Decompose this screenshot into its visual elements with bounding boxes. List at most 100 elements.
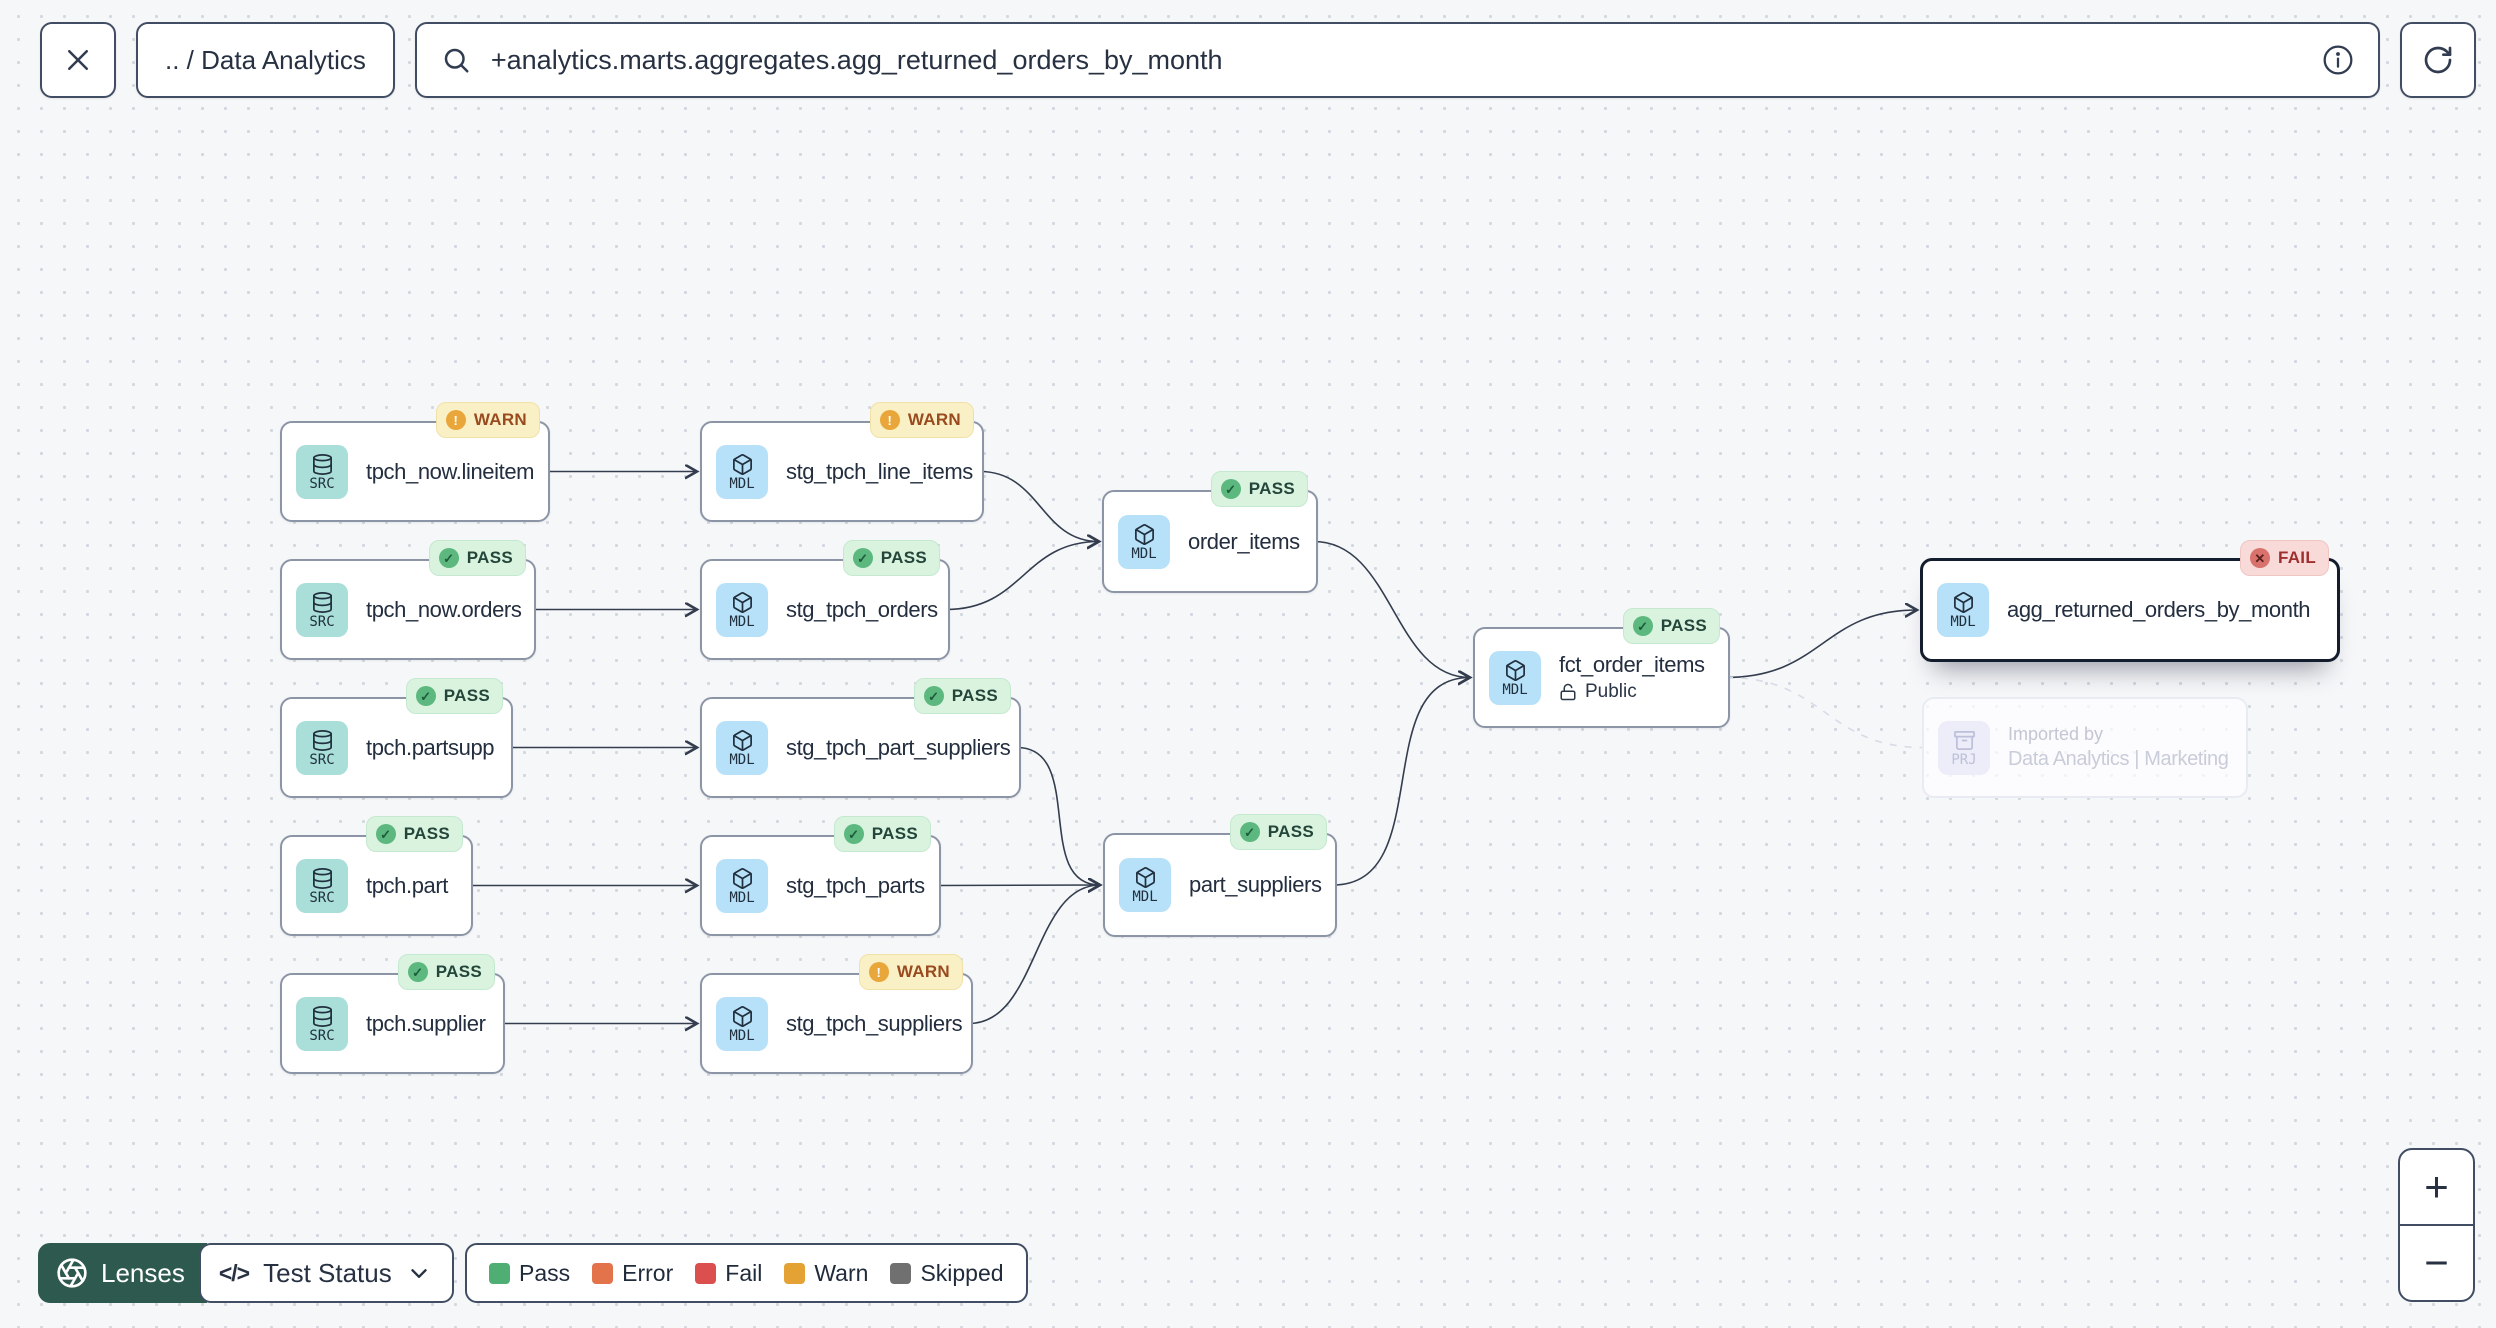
- lenses-button[interactable]: Lenses: [38, 1243, 207, 1303]
- status-badge-warn: !WARN: [858, 954, 963, 990]
- node-texts: part_suppliers: [1189, 872, 1322, 898]
- node-type-box: MDL: [716, 996, 768, 1051]
- search-box[interactable]: [414, 22, 2380, 98]
- node-type-box: MDL: [1119, 858, 1171, 912]
- status-warn-icon: !: [879, 410, 900, 430]
- node-type-label: MDL: [729, 751, 755, 768]
- node-type-label: MDL: [1132, 889, 1158, 905]
- graph-node-stg_tpch_suppliers[interactable]: !WARN MDL stg_tpch_suppliers: [700, 954, 973, 1074]
- status-badge-label: PASS: [1248, 479, 1295, 498]
- lens-selector[interactable]: </> Test Status: [198, 1243, 454, 1303]
- legend-swatch-error: [592, 1262, 614, 1284]
- cube-icon: [1504, 659, 1527, 682]
- node-type-box: MDL: [1489, 650, 1541, 705]
- status-badge-label: WARN: [896, 962, 950, 981]
- node-type-box: SRC: [296, 582, 348, 637]
- graph-node-part_suppliers[interactable]: ✓PASS MDL part_suppliers: [1103, 814, 1337, 937]
- zoom-out-button[interactable]: −: [2400, 1226, 2473, 1300]
- legend-swatch-fail: [695, 1262, 717, 1284]
- legend-item-pass: Pass: [489, 1260, 570, 1287]
- node-texts: stg_tpch_suppliers: [786, 1010, 963, 1037]
- node-label: stg_tpch_orders: [786, 596, 938, 622]
- node-type-label: MDL: [1502, 681, 1528, 698]
- node-access-label: Public: [1559, 681, 1705, 703]
- node-type-label: SRC: [309, 751, 335, 768]
- node-label: stg_tpch_suppliers: [786, 1010, 963, 1036]
- legend-swatch-pass: [489, 1262, 510, 1284]
- status-pass-icon: ✓: [415, 686, 436, 706]
- node-type-label: MDL: [1131, 545, 1157, 562]
- node-texts: tpch_now.lineitem: [366, 458, 535, 485]
- breadcrumb-label: .. / Data Analytics: [165, 44, 366, 75]
- status-badge-pass: ✓PASS: [405, 678, 503, 714]
- node-type-label: SRC: [309, 475, 335, 492]
- status-badge-label: WARN: [907, 410, 961, 429]
- breadcrumb[interactable]: .. / Data Analytics: [136, 22, 395, 98]
- legend-item-skipped: Skipped: [890, 1259, 1004, 1287]
- node-type-box: MDL: [716, 444, 768, 499]
- node-imported-by-label: Imported by: [2008, 724, 2104, 744]
- node-label: tpch_now.lineitem: [366, 458, 535, 484]
- node-label: part_suppliers: [1189, 872, 1322, 897]
- database-icon: [311, 729, 334, 752]
- lenses-label: Lenses: [101, 1257, 185, 1288]
- zoom-controls: + −: [2398, 1148, 2475, 1302]
- node-type-label: SRC: [309, 1027, 335, 1044]
- node-label: order_items: [1188, 528, 1300, 554]
- node-type-label: PRJ: [1951, 751, 1977, 768]
- status-pass-icon: ✓: [1220, 479, 1241, 499]
- status-badge-label: PASS: [435, 962, 482, 981]
- refresh-button[interactable]: [2400, 22, 2476, 98]
- legend-swatch-skipped: [890, 1262, 912, 1284]
- edge-stg_tpch_suppliers-to-part_suppliers: [968, 885, 1100, 1025]
- legend-item-error: Error: [592, 1260, 673, 1287]
- info-icon[interactable]: [2322, 44, 2354, 76]
- node-texts: stg_tpch_line_items: [786, 459, 973, 485]
- legend-label: Skipped: [920, 1259, 1004, 1286]
- status-warn-icon: !: [445, 410, 466, 430]
- code-icon: </>: [218, 1259, 250, 1286]
- node-label: fct_order_items: [1559, 652, 1705, 677]
- legend-label: Pass: [519, 1259, 571, 1286]
- node-type-box: MDL: [716, 720, 768, 775]
- node-type-box: MDL: [716, 582, 768, 637]
- close-icon: [63, 45, 93, 75]
- node-type-label: MDL: [729, 889, 755, 906]
- node-type-label: SRC: [309, 889, 335, 906]
- status-pass-icon: ✓: [1632, 616, 1653, 636]
- edge-stg_tpch_orders-to-order_items: [945, 542, 1099, 611]
- cube-icon: [1952, 591, 1975, 614]
- node-label: agg_returned_orders_by_month: [2007, 597, 2311, 622]
- node-type-label: MDL: [1950, 614, 1976, 630]
- graph-node-order_items[interactable]: ✓ PASS MDL order_items: [1102, 471, 1318, 593]
- status-badge-pass: ✓PASS: [1229, 814, 1327, 850]
- node-texts: tpch_now.orders: [366, 597, 522, 623]
- graph-node-stg_tpch_line_items[interactable]: ! WARN MDL stg_tpch_line_items: [700, 402, 984, 522]
- node-type-box: SRC: [296, 444, 348, 499]
- node-type-box: SRC: [296, 858, 348, 913]
- node-type-label: SRC: [309, 613, 335, 630]
- status-badge-pass: ✓PASS: [833, 816, 931, 852]
- zoom-divider: [2400, 1224, 2473, 1226]
- zoom-in-button[interactable]: +: [2400, 1150, 2473, 1224]
- lens-bar: Lenses </> Test Status: [38, 1243, 454, 1303]
- close-button[interactable]: [40, 22, 116, 98]
- edge-stg_tpch_part_suppliers-to-part_suppliers: [1016, 746, 1100, 886]
- edge-stg_tpch_parts-to-part_suppliers: [936, 885, 1100, 886]
- search-input[interactable]: [488, 43, 2304, 77]
- status-badge-warn: ! WARN: [869, 402, 974, 438]
